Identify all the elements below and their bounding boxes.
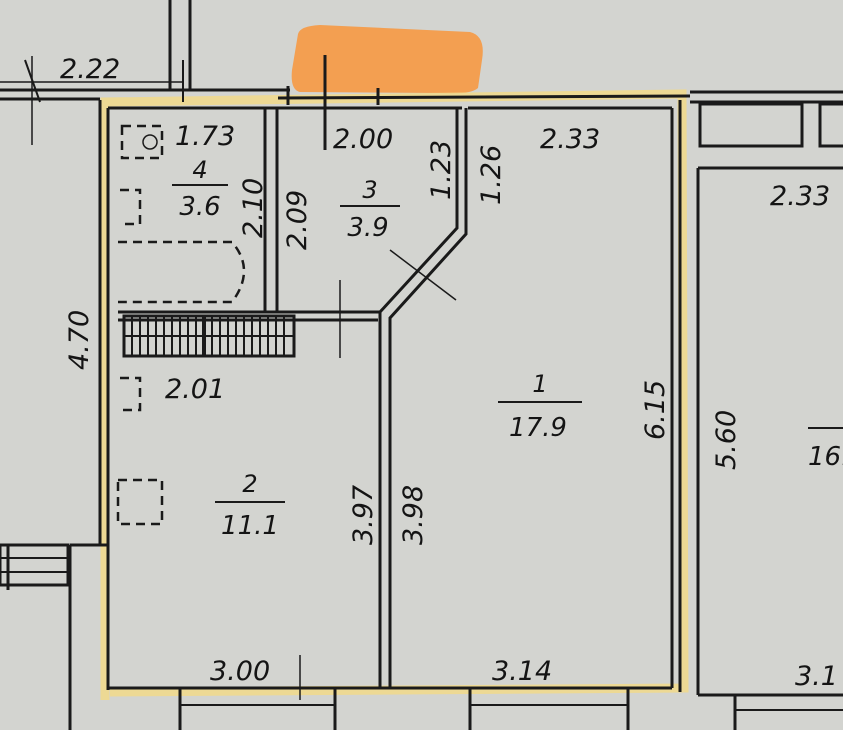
dim-room1-top: 2.33 bbox=[540, 124, 600, 155]
dim-bath-height: 2.10 bbox=[238, 178, 269, 238]
dim-neighbor-bottom: 3.1 bbox=[795, 661, 838, 692]
room-area: 17.9 bbox=[509, 413, 567, 443]
dim-kitchen-top: 2.01 bbox=[165, 374, 225, 405]
dim-top-left: 2.22 bbox=[60, 54, 120, 85]
bottom-windows bbox=[178, 655, 843, 730]
dim-kitchen-right: 3.97 bbox=[348, 485, 379, 545]
dim-room1-left: 3.98 bbox=[398, 485, 429, 545]
room-1-label: 1 17.9 bbox=[498, 370, 582, 443]
interior-walls bbox=[118, 108, 468, 688]
dim-wc-height: 2.09 bbox=[282, 190, 313, 250]
room-area: 3.6 bbox=[179, 192, 220, 222]
room-area: 11.1 bbox=[221, 511, 279, 541]
apartment-walls bbox=[98, 100, 843, 695]
dim-diag-b: 1.26 bbox=[476, 145, 507, 205]
room-number: 3 bbox=[362, 176, 377, 204]
room-area: 3.9 bbox=[347, 213, 388, 243]
dim-diag-a: 1.23 bbox=[426, 140, 457, 200]
marker-highlight bbox=[291, 25, 483, 94]
bathroom-fixtures bbox=[116, 124, 246, 526]
room-number: 1 bbox=[532, 370, 547, 398]
dim-neighbor-left: 5.60 bbox=[711, 410, 742, 470]
dim-left-outer: 4.70 bbox=[64, 310, 95, 370]
room-3-label: 3 3.9 bbox=[340, 176, 400, 243]
room-number: 2 bbox=[242, 470, 257, 498]
room-2-label: 2 11.1 bbox=[215, 470, 285, 541]
room-area: 16. bbox=[808, 442, 843, 472]
exterior-wall-top bbox=[0, 0, 843, 150]
room-number: 4 bbox=[192, 156, 207, 184]
dim-kitchen-bottom: 3.00 bbox=[210, 656, 270, 687]
stairs bbox=[0, 543, 108, 730]
dim-wc-width: 2.00 bbox=[333, 124, 393, 155]
dim-room1-right: 6.15 bbox=[640, 380, 671, 440]
room-4-label: 4 3.6 bbox=[172, 156, 228, 222]
dimension-line-top bbox=[0, 56, 184, 145]
radiator bbox=[122, 314, 296, 358]
dim-neighbor-top: 2.33 bbox=[770, 181, 830, 212]
dim-room1-bottom: 3.14 bbox=[492, 656, 552, 687]
dim-bath-width: 1.73 bbox=[175, 121, 235, 152]
neighbor-room-label: 16. bbox=[808, 427, 843, 472]
